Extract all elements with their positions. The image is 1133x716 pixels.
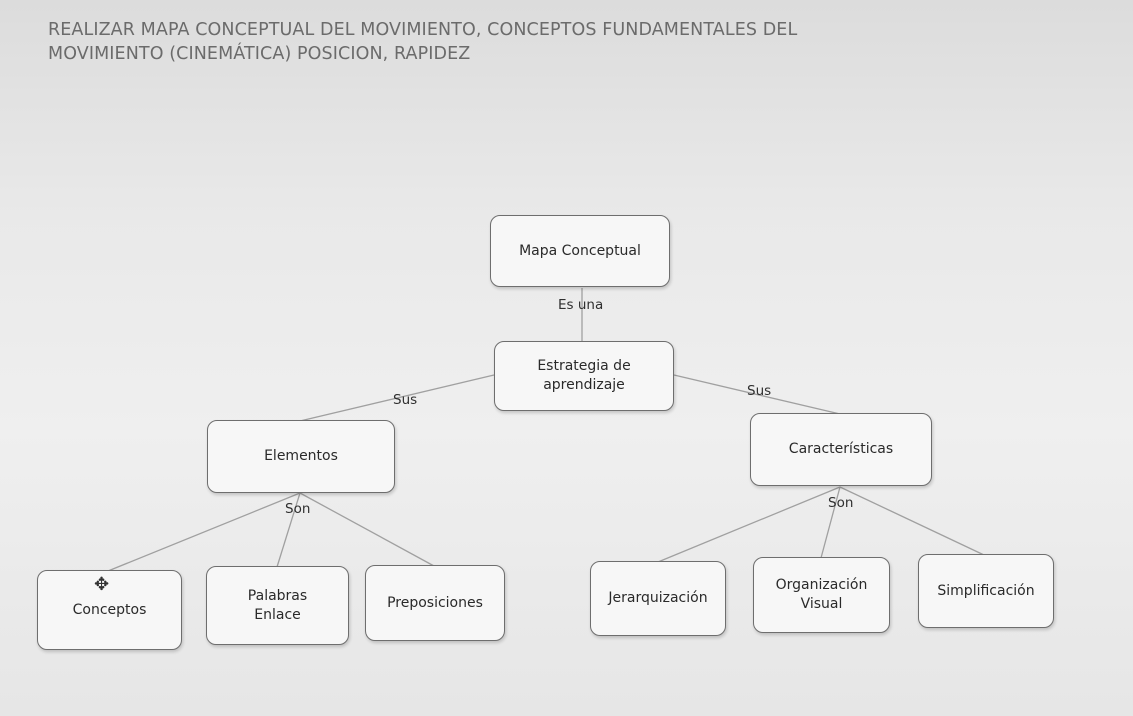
line-elementos-palabras bbox=[276, 492, 301, 568]
node-conceptos: Conceptos bbox=[37, 570, 182, 650]
node-estrategia-de-aprendizaje: Estrategia de aprendizaje bbox=[494, 341, 674, 411]
title-line-1: REALIZAR MAPA CONCEPTUAL DEL MOVIMIENTO,… bbox=[48, 20, 798, 40]
link-label-son-right: Son bbox=[828, 495, 854, 511]
node-jerarquizacion: Jerarquización bbox=[590, 561, 726, 636]
line-caracteristicas-organizacion bbox=[820, 486, 841, 559]
node-palabras-enlace: Palabras Enlace bbox=[206, 566, 349, 645]
line-estrategia-caracteristicas bbox=[673, 374, 841, 415]
node-organizacion-visual: Organización Visual bbox=[753, 557, 890, 633]
link-label-sus-left: Sus bbox=[393, 392, 418, 408]
line-elementos-conceptos bbox=[107, 492, 301, 572]
line-elementos-preposiciones bbox=[299, 492, 435, 567]
link-label-es-una: Es una bbox=[558, 297, 604, 313]
line-estrategia-elementos bbox=[299, 374, 495, 422]
line-caracteristicas-simplificacion bbox=[839, 486, 985, 556]
node-elementos: Elementos bbox=[207, 420, 395, 493]
title-line-2: MOVIMIENTO (CINEMÁTICA) POSICION, RAPIDE… bbox=[48, 44, 471, 64]
page-title: REALIZAR MAPA CONCEPTUAL DEL MOVIMIENTO,… bbox=[48, 18, 948, 66]
line-caracteristicas-jerarquizacion bbox=[657, 486, 841, 563]
node-preposiciones: Preposiciones bbox=[365, 565, 505, 641]
node-mapa-conceptual: Mapa Conceptual bbox=[490, 215, 670, 287]
move-cursor-icon: ✥ bbox=[94, 574, 110, 595]
link-label-son-left: Son bbox=[285, 501, 311, 517]
node-caracteristicas: Características bbox=[750, 413, 932, 486]
node-simplificacion: Simplificación bbox=[918, 554, 1054, 628]
link-label-sus-right: Sus bbox=[747, 383, 772, 399]
